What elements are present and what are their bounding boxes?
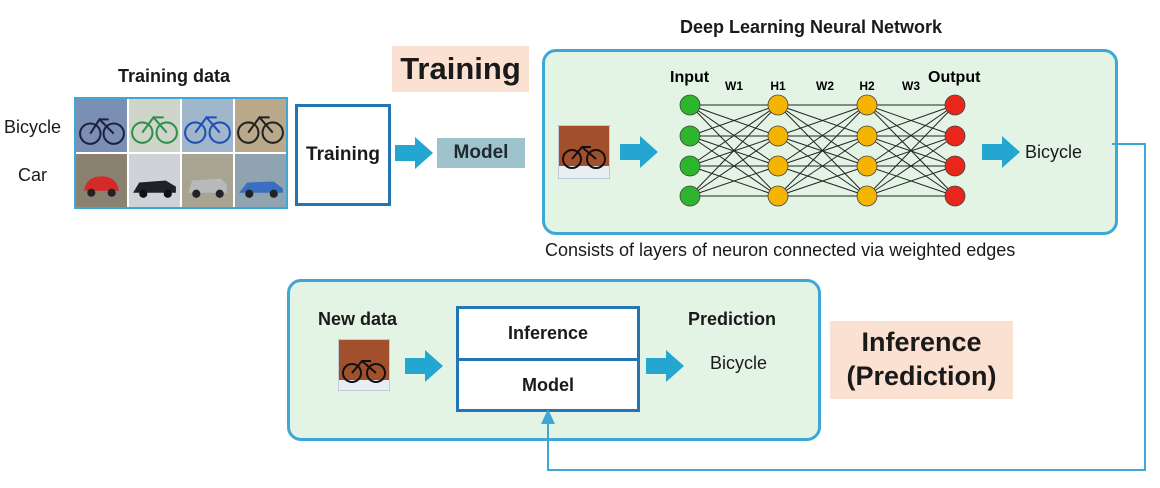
weighted-edge — [777, 104, 868, 137]
car-photo — [182, 154, 233, 207]
weight-label-w1: W1 — [725, 79, 743, 93]
row-label-car: Car — [18, 165, 48, 185]
new-data-label: New data — [318, 309, 398, 329]
bicycle-photo — [182, 99, 233, 152]
row-label-bicycle: Bicycle — [4, 117, 62, 137]
network-caption: Consists of layers of neuron connected v… — [545, 240, 1016, 260]
h2-neuron — [856, 94, 878, 116]
weighted-edge — [866, 104, 956, 137]
arrow-right-icon — [982, 136, 1020, 168]
weight-label-w2: W2 — [816, 79, 834, 93]
h2-neuron — [856, 125, 878, 147]
bicycle-photo — [129, 99, 180, 152]
weight-label-w3: W3 — [902, 79, 920, 93]
layer-label-output: Output — [928, 69, 981, 86]
h2-neuron — [856, 185, 878, 207]
h1-neuron — [767, 125, 789, 147]
training-banner: Training — [392, 46, 529, 92]
training-box: Training — [295, 104, 391, 206]
output-neuron — [944, 125, 966, 147]
car-photo — [129, 154, 180, 207]
arrow-right-icon — [405, 350, 443, 382]
training-data-title: Training data — [118, 66, 231, 86]
model-label: Model — [522, 374, 574, 395]
arrow-right-icon — [395, 137, 433, 169]
input-neuron — [679, 94, 701, 116]
new-data-bicycle-photo — [337, 338, 391, 392]
input-neuron — [679, 185, 701, 207]
inference-model-stack: Inference Model — [456, 306, 640, 412]
layer-label-h2: H2 — [859, 79, 875, 93]
h1-neuron — [767, 94, 789, 116]
training-image-grid — [74, 97, 288, 209]
network-output-text: Bicycle — [1025, 142, 1083, 162]
model-box: Model — [437, 138, 525, 168]
prediction-value: Bicycle — [710, 353, 768, 373]
input-neuron — [679, 155, 701, 177]
weighted-edge — [689, 104, 779, 137]
input-neuron — [679, 125, 701, 147]
weighted-edges — [689, 104, 956, 197]
bicycle-photo — [235, 99, 286, 152]
car-photo — [76, 154, 127, 207]
inference-banner-line2: (Prediction) — [846, 361, 997, 391]
inference-banner-line1: Inference — [861, 327, 982, 358]
h1-neuron — [767, 185, 789, 207]
output-neuron — [944, 94, 966, 116]
output-neuron — [944, 185, 966, 207]
layer-label-input: Input — [670, 69, 710, 86]
layer-label-h1: H1 — [770, 79, 786, 93]
h2-neuron — [856, 155, 878, 177]
inference-banner: Inference (Prediction) — [830, 321, 1013, 399]
network-title: Deep Learning Neural Network — [680, 17, 943, 37]
inference-label: Inference — [459, 309, 637, 361]
prediction-label: Prediction — [688, 309, 777, 329]
car-photo — [235, 154, 286, 207]
h1-neuron — [767, 155, 789, 177]
arrow-right-icon — [646, 350, 684, 382]
output-neuron — [944, 155, 966, 177]
bicycle-photo — [76, 99, 127, 152]
